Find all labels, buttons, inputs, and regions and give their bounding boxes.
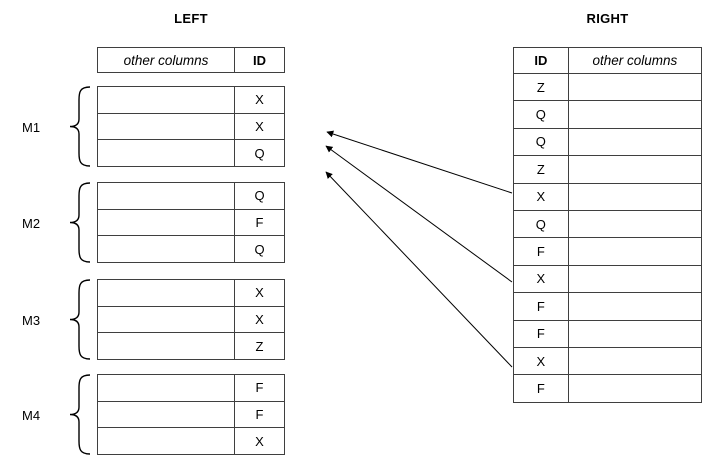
curly-brace-icon	[62, 182, 92, 263]
curly-brace-icon	[62, 86, 92, 167]
right-cell-id: F	[514, 238, 569, 265]
match-arrow-3	[325, 171, 513, 368]
right-cell-id: F	[514, 375, 569, 403]
table-row: F	[514, 320, 701, 348]
right-header-other-columns: other columns	[592, 53, 678, 68]
table-row: X	[98, 87, 284, 114]
right-table-title: RIGHT	[586, 11, 629, 26]
right-cell-other	[569, 101, 701, 127]
left-cell-id: F	[255, 406, 264, 422]
right-cell-other	[569, 375, 701, 402]
right-cell-id: F	[514, 320, 569, 347]
group-label-m4: M4	[22, 408, 41, 423]
left-group-block-m3: X X Z	[97, 279, 285, 360]
right-cell-id: F	[514, 293, 569, 320]
group-label-m2: M2	[22, 216, 41, 231]
left-header-other-columns: other columns	[98, 48, 235, 72]
table-row: X	[98, 428, 284, 455]
left-cell-id: X	[255, 285, 264, 301]
table-row: F	[98, 401, 284, 429]
table-row: X	[98, 280, 284, 307]
left-group-block-m1: X X Q	[97, 86, 285, 167]
table-row: Q	[98, 236, 284, 263]
table-row: Q	[98, 183, 284, 210]
left-cell-other	[98, 236, 235, 263]
right-cell-id: X	[514, 265, 569, 293]
left-table-header: other columns ID	[97, 47, 285, 73]
table-row: X	[514, 347, 701, 376]
table-row: Q	[514, 210, 701, 239]
table-row: Z	[514, 156, 701, 184]
right-table: ID other columns Z Q Q Z X Q F	[513, 47, 702, 403]
right-cell-other	[569, 293, 701, 319]
left-cell-other	[98, 87, 235, 113]
table-header-row: ID other columns	[514, 48, 701, 74]
left-cell-other	[98, 375, 235, 401]
left-cell-other	[98, 140, 235, 167]
table-row: X	[514, 265, 701, 294]
table-row: Q	[514, 101, 701, 129]
right-cell-id: Z	[514, 74, 569, 101]
right-cell-other	[569, 211, 701, 237]
match-arrow-2	[325, 145, 513, 283]
left-cell-id: X	[255, 311, 264, 327]
right-cell-other	[569, 156, 701, 182]
right-cell-other	[569, 129, 701, 155]
right-cell-id: Q	[514, 210, 569, 238]
right-cell-id: Q	[514, 101, 569, 128]
left-cell-other	[98, 428, 235, 455]
match-arrow-1	[326, 130, 513, 194]
right-cell-other	[569, 348, 701, 374]
left-cell-other	[98, 306, 235, 333]
table-row: F	[98, 375, 284, 402]
curly-brace-icon	[62, 279, 92, 360]
left-cell-id: X	[255, 434, 264, 450]
left-group-block-m4: F F X	[97, 374, 285, 455]
table-row: X	[514, 183, 701, 211]
right-cell-id: Q	[514, 128, 569, 156]
left-cell-id: Z	[255, 339, 264, 355]
left-cell-id: Q	[254, 146, 265, 162]
left-group-block-m2: Q F Q	[97, 182, 285, 263]
group-label-m3: M3	[22, 313, 41, 328]
left-cell-id: Q	[254, 188, 265, 204]
table-row: Z	[98, 333, 284, 360]
right-cell-id: X	[514, 347, 569, 375]
table-row: Q	[514, 128, 701, 157]
right-cell-other	[569, 238, 701, 264]
group-label-m1: M1	[22, 120, 41, 135]
left-cell-other	[98, 280, 235, 306]
table-row: X	[98, 306, 284, 334]
table-row: Q	[98, 140, 284, 167]
right-header-id: ID	[514, 48, 569, 73]
table-row: X	[98, 113, 284, 141]
left-cell-id: X	[255, 118, 264, 134]
right-cell-other	[569, 74, 701, 100]
right-cell-other	[569, 184, 701, 210]
left-cell-other	[98, 113, 235, 140]
left-cell-other	[98, 209, 235, 236]
table-row: F	[514, 293, 701, 321]
left-cell-id: X	[255, 92, 264, 108]
left-cell-other	[98, 333, 235, 360]
right-cell-other	[569, 321, 701, 347]
table-row: F	[98, 209, 284, 237]
table-header-row: other columns ID	[98, 48, 284, 72]
left-header-id: ID	[253, 52, 266, 68]
right-cell-other	[569, 266, 701, 292]
left-cell-id: Q	[254, 242, 265, 258]
left-cell-other	[98, 183, 235, 209]
left-table-title: LEFT	[174, 11, 208, 26]
table-row: F	[514, 238, 701, 266]
right-cell-id: Z	[514, 156, 569, 183]
left-cell-id: F	[255, 214, 264, 230]
left-cell-id: F	[255, 380, 264, 396]
curly-brace-icon	[62, 374, 92, 455]
table-row: F	[514, 375, 701, 403]
table-row: Z	[514, 74, 701, 102]
left-cell-other	[98, 401, 235, 428]
right-cell-id: X	[514, 183, 569, 210]
